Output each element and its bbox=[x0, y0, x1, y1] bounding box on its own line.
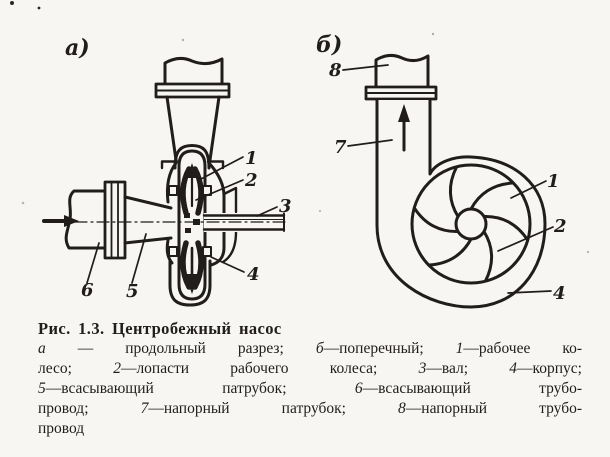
discharge-line-stub bbox=[374, 53, 430, 89]
view-b-label: б) bbox=[316, 32, 342, 58]
diagram-b-cross-section: б) 8 7 1 2 4 bbox=[316, 32, 567, 309]
leader-lines-a bbox=[86, 156, 278, 284]
leader-lines-b bbox=[342, 64, 554, 294]
caption-line: провод bbox=[38, 420, 85, 437]
caption-legend: а — продольный разрез; б—поперечный; 1—р… bbox=[38, 339, 582, 439]
caption-line: 5—всасывающий патрубок; 6—всасывающий тр… bbox=[38, 380, 582, 397]
callout-4-casing-b: 4 bbox=[553, 283, 566, 304]
callout-2-blades-b: 2 bbox=[553, 216, 567, 237]
diagram-a-longitudinal-section: а) 1 2 3 4 5 6 bbox=[42, 35, 292, 307]
figure-caption: Рис. 1.3. Центробежный насос а — продоль… bbox=[38, 319, 582, 439]
inflow-arrow bbox=[42, 215, 79, 227]
discharge-pipe-stub bbox=[163, 56, 224, 87]
pump-diagrams-canvas: а) 1 2 3 4 5 6 bbox=[10, 1, 590, 309]
callout-5-suction-nozzle: 5 bbox=[126, 281, 139, 302]
shaft bbox=[202, 212, 286, 232]
caption-line: провод; 7—напорный патрубок; 8—напорный … bbox=[38, 400, 582, 417]
outflow-arrow bbox=[398, 104, 410, 152]
callout-7-discharge-nozzle: 7 bbox=[334, 137, 347, 158]
caption-title: Рис. 1.3. Центробежный насос bbox=[38, 319, 282, 338]
caption-line: лесо; 2—лопасти рабочего колеса; 3—вал; … bbox=[38, 360, 582, 377]
casing-bottom-cup bbox=[168, 259, 212, 307]
casing-top-dome bbox=[173, 144, 211, 170]
impeller-blades bbox=[412, 165, 530, 283]
callout-3-shaft: 3 bbox=[279, 196, 292, 217]
callout-6-suction-line: 6 bbox=[81, 280, 94, 301]
callout-1-impeller: 1 bbox=[245, 148, 258, 169]
callout-4-casing: 4 bbox=[247, 264, 260, 285]
view-a-label: а) bbox=[65, 35, 90, 61]
suction-flange bbox=[103, 180, 127, 260]
impeller-blades-dark bbox=[180, 163, 204, 294]
scan-specks bbox=[10, 1, 590, 254]
callout-8-discharge-line: 8 bbox=[328, 60, 342, 81]
caption-line: а — продольный разрез; б—поперечный; 1—р… bbox=[38, 340, 582, 357]
callout-2-blades: 2 bbox=[244, 170, 258, 191]
callout-1-impeller-b: 1 bbox=[547, 171, 560, 192]
impeller-hub bbox=[454, 207, 488, 241]
